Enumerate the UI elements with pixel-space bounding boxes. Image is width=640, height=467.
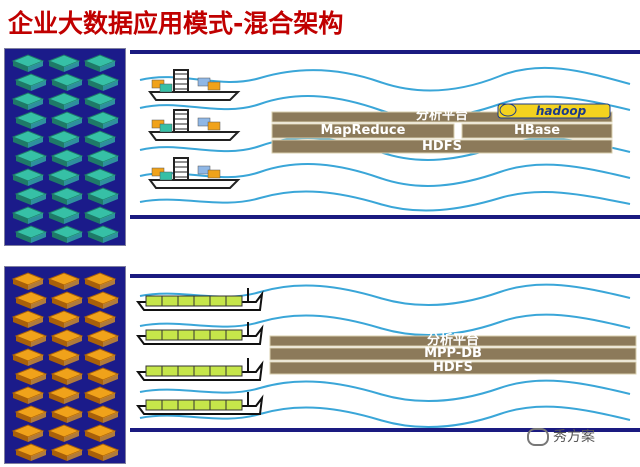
teal-block: [86, 187, 120, 205]
cargo-ship-long: [136, 358, 264, 381]
teal-block: [86, 225, 120, 243]
teal-block: [14, 149, 48, 167]
orange-block: [47, 424, 81, 442]
teal-block: [11, 54, 45, 72]
teal-block: [11, 92, 45, 110]
orange-block: [47, 310, 81, 328]
mpp-db-label: MPP-DB: [424, 346, 482, 361]
bottom-platform-heading-bar: [269, 335, 637, 347]
top-waves: [139, 66, 631, 212]
orange-block: [14, 367, 48, 385]
cargo-ship-small: [148, 157, 241, 189]
teal-block: [86, 111, 120, 129]
teal-block: [50, 73, 84, 91]
bottom-ships: [136, 288, 264, 415]
teal-block: [14, 111, 48, 129]
orange-block-grid: [11, 272, 120, 461]
hadoop-logo: [497, 103, 611, 119]
teal-block: [14, 73, 48, 91]
cargo-ship-long: [136, 322, 264, 345]
orange-block: [83, 272, 117, 290]
orange-block: [50, 291, 84, 309]
teal-block: [14, 225, 48, 243]
teal-block: [11, 168, 45, 186]
hadoop-logo-text: hadoop: [535, 104, 587, 118]
bottom-platform-heading: 分析平台: [426, 333, 479, 348]
orange-block: [86, 367, 120, 385]
teal-block: [83, 206, 117, 224]
teal-block: [83, 92, 117, 110]
orange-block: [86, 405, 120, 423]
teal-block-grid: [11, 54, 120, 243]
teal-block: [47, 130, 81, 148]
orange-block: [11, 310, 45, 328]
slide-title: 企业大数据应用模式-混合架构: [8, 9, 344, 38]
teal-block: [50, 187, 84, 205]
bottom-waves: [139, 283, 631, 429]
teal-block: [50, 149, 84, 167]
teal-block-panel: [4, 48, 126, 246]
orange-block: [14, 405, 48, 423]
orange-block: [83, 310, 117, 328]
orange-block: [86, 329, 120, 347]
bottom-hdfs-bar: [269, 361, 637, 375]
watermark: 秀方案: [527, 426, 595, 446]
teal-block: [14, 187, 48, 205]
bottom-hdfs-label: HDFS: [433, 360, 473, 375]
orange-block: [14, 329, 48, 347]
orange-block: [50, 443, 84, 461]
orange-block: [50, 405, 84, 423]
teal-block: [50, 111, 84, 129]
teal-block: [50, 225, 84, 243]
mpp-db-bar: [269, 347, 637, 361]
orange-block: [11, 386, 45, 404]
orange-block: [86, 291, 120, 309]
teal-block: [83, 168, 117, 186]
orange-block: [11, 424, 45, 442]
mapreduce-bar: [271, 123, 455, 139]
mapreduce-label: MapReduce: [320, 123, 406, 138]
bottom-platform: [269, 335, 637, 375]
orange-block: [47, 386, 81, 404]
orange-block: [47, 348, 81, 366]
orange-block: [47, 272, 81, 290]
top-platform-heading: 分析平台: [415, 108, 468, 123]
orange-block: [14, 291, 48, 309]
teal-block: [47, 206, 81, 224]
teal-block: [86, 149, 120, 167]
teal-block: [11, 130, 45, 148]
orange-block-panel: [4, 266, 126, 464]
orange-block: [11, 272, 45, 290]
orange-block: [11, 348, 45, 366]
top-platform: [271, 111, 613, 154]
orange-block: [83, 348, 117, 366]
orange-block: [14, 443, 48, 461]
teal-block: [47, 168, 81, 186]
teal-block: [47, 54, 81, 72]
cargo-ship-long: [136, 392, 264, 415]
orange-block: [83, 424, 117, 442]
orange-block: [83, 386, 117, 404]
teal-block: [11, 206, 45, 224]
teal-block: [86, 73, 120, 91]
cargo-ship-small: [148, 69, 241, 101]
top-ships: [148, 69, 241, 189]
teal-block: [47, 92, 81, 110]
watermark-text: 秀方案: [553, 429, 595, 445]
orange-block: [50, 367, 84, 385]
teal-block: [83, 54, 117, 72]
wechat-icon: [527, 428, 549, 446]
top-platform-heading-bar: [271, 111, 613, 123]
orange-block: [50, 329, 84, 347]
hbase-label: HBase: [513, 123, 561, 138]
cargo-ship-long: [136, 288, 264, 311]
orange-block: [86, 443, 120, 461]
cargo-ship-small: [148, 109, 241, 141]
teal-block: [83, 130, 117, 148]
top-hdfs-label: HDFS: [422, 139, 462, 154]
hbase-bar: [461, 123, 613, 139]
top-hdfs-bar: [271, 139, 613, 154]
